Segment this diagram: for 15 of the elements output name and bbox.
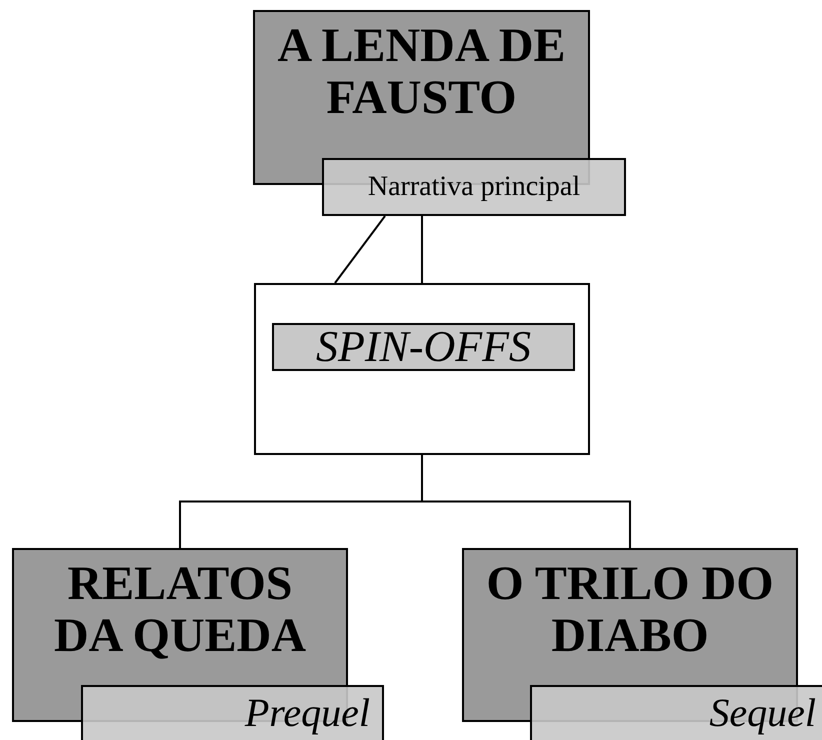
connector-line bbox=[421, 455, 631, 548]
label-text: Sequel bbox=[709, 691, 816, 735]
label-text: Narrativa principal bbox=[368, 171, 580, 203]
label-box bbox=[272, 323, 575, 371]
label-text: Prequel bbox=[244, 691, 370, 735]
title-text: O TRILO DO DIABO bbox=[485, 558, 775, 662]
title-text: RELATOS DA QUEDA bbox=[52, 558, 308, 662]
title-text: A LENDA DE FAUSTO bbox=[276, 20, 567, 124]
label-text: SPIN-OFFS bbox=[316, 324, 532, 370]
connector-line bbox=[421, 216, 423, 283]
label-box bbox=[81, 685, 384, 740]
connector-line bbox=[334, 215, 386, 284]
label-box bbox=[322, 158, 626, 216]
label-box bbox=[530, 685, 822, 740]
empty-box bbox=[254, 283, 590, 455]
